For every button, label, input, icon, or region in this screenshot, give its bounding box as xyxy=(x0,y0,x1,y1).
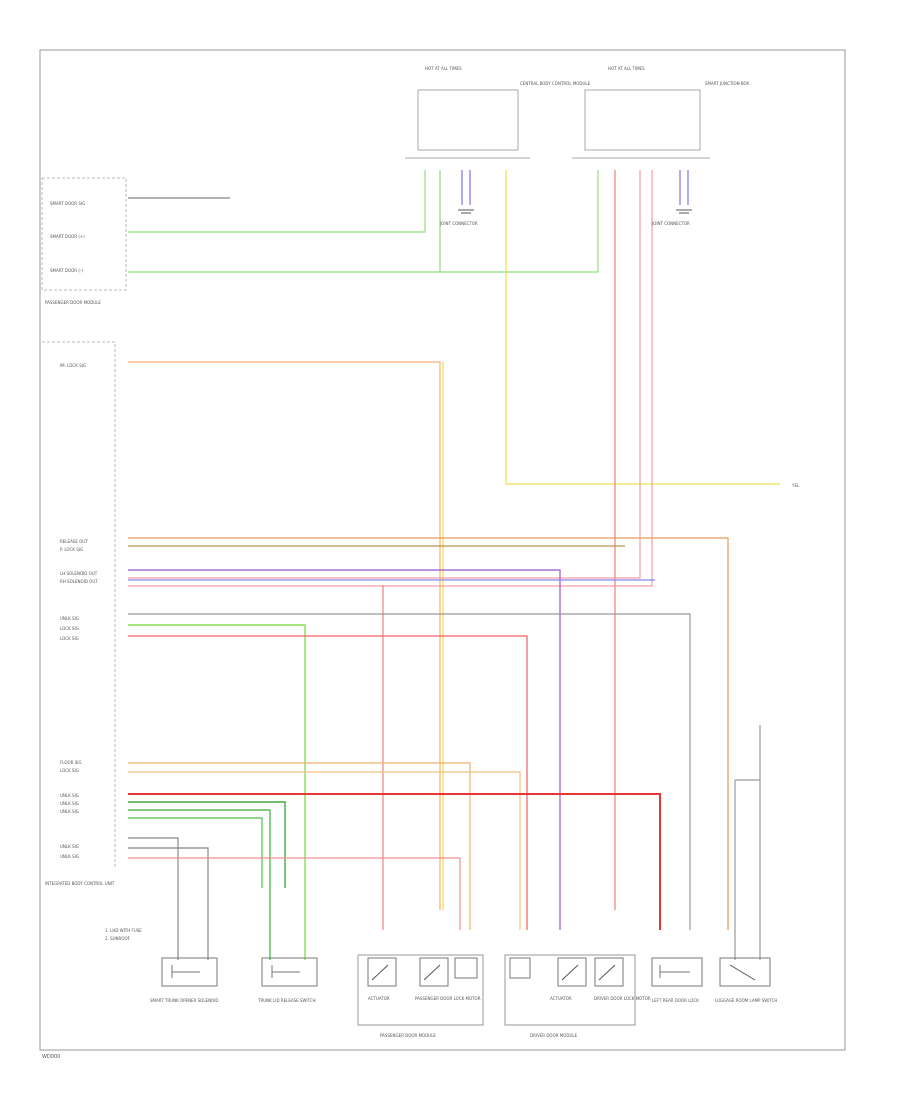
passenger-door-module: ACTUATOR PASSENGER DOOR LOCK MOTOR PASSE… xyxy=(357,954,484,1038)
component-label-2: PASSENGER DOOR LOCK MOTOR xyxy=(415,996,481,1001)
group-label-0: PASSENGER DOOR MODULE xyxy=(380,1033,436,1038)
wire-yellow-long xyxy=(505,170,780,485)
component-label-1: TRUNK LID RELEASE SWITCH xyxy=(257,998,316,1003)
main-pin-7: LOCK SIG xyxy=(60,636,79,641)
wire-green-2 xyxy=(128,170,599,273)
wire-orange-low-1 xyxy=(128,762,471,930)
group-label-1: DRIVER DOOR MODULE xyxy=(530,1033,578,1038)
component-label-5: LUGGAGE ROOM LAMP SWITCH xyxy=(715,998,777,1003)
diagram-frame xyxy=(39,49,846,1051)
note-small-0: JOINT CONNECTOR xyxy=(439,221,478,226)
main-module-title: INTEGRATED BODY CONTROL UNIT xyxy=(45,881,115,886)
main-pin-0: IM. LOCK SIG xyxy=(60,363,86,368)
wire-green-1 xyxy=(128,170,426,233)
wire-purple xyxy=(128,569,561,930)
component-lamp-switch: LUGGAGE ROOM LAMP SWITCH xyxy=(715,957,777,1003)
main-pin-11: UNLK SIG xyxy=(60,801,79,806)
wire-brown-1 xyxy=(128,537,729,930)
wire-green-low-2 xyxy=(128,809,271,960)
wire-orange xyxy=(128,361,441,910)
wire-red-fuse-2 xyxy=(128,170,641,579)
main-pin-10: UNLK SIG xyxy=(60,793,79,798)
component-label-0: SMART TRUNK OPENER SOLENOID xyxy=(150,998,218,1003)
wire-blue-short-2 xyxy=(679,170,689,205)
ground-symbol-right xyxy=(676,209,692,214)
wire-red-driver xyxy=(128,635,528,930)
wire-red-fuse-3 xyxy=(128,170,653,587)
fuse-module-left: CENTRAL BODY CONTROL MODULE xyxy=(520,81,591,86)
main-module: INTEGRATED BODY CONTROL UNIT IM. LOCK SI… xyxy=(42,341,142,941)
wire-green-low-3 xyxy=(128,817,263,888)
main-pin-8: FLOOR SIG xyxy=(60,760,82,765)
wire-grey xyxy=(128,613,691,930)
relay-label-0: ACTUATOR xyxy=(368,996,390,1001)
left-top-module: SMART DOOR SIG SMART DOOR (+) SMART DOOR… xyxy=(41,177,127,305)
left-top-module-pin-1: SMART DOOR (+) xyxy=(50,234,85,239)
wire-red-thick xyxy=(128,793,661,930)
wire-orange-low-2 xyxy=(128,771,521,930)
main-pin-14: UNLK SIG xyxy=(60,854,79,859)
component-rear-lock: LEFT REAR DOOR LOCK xyxy=(651,957,703,1003)
component-label-4: LEFT REAR DOOR LOCK xyxy=(652,998,699,1003)
driver-door-module: ACTUATOR DRIVER DOOR LOCK MOTOR DRIVER D… xyxy=(504,954,651,1038)
main-pin-13: UNLK SIG xyxy=(60,844,79,849)
fuse-label-left: HOT AT ALL TIMES xyxy=(425,66,462,71)
wire-grey-low-1 xyxy=(128,837,179,960)
note-1: 2. SUNROOF xyxy=(105,936,131,941)
wire-blue-short-1 xyxy=(461,170,471,205)
main-pin-4: RH SOLENOID OUT xyxy=(60,579,98,584)
wire-green-low-1 xyxy=(128,801,286,888)
wire-grey-low-2 xyxy=(128,847,209,960)
component-trunk-solenoid: SMART TRUNK OPENER SOLENOID xyxy=(150,957,218,1003)
fuse-module-right: SMART JUNCTION BOX xyxy=(705,81,749,86)
upper-fuse-box-left: HOT AT ALL TIMES CENTRAL BODY CONTROL MO… xyxy=(405,66,591,159)
ground-symbol-left xyxy=(458,209,474,214)
main-pin-3: LH SOLENOID OUT xyxy=(60,571,98,576)
footer-code: WD000 xyxy=(42,1054,60,1060)
main-pin-12: UNLK SIG xyxy=(60,809,79,814)
component-trunk-switch: TRUNK LID RELEASE SWITCH xyxy=(257,957,318,1003)
upper-fuse-box-right: HOT AT ALL TIMES SMART JUNCTION BOX xyxy=(572,66,749,159)
left-top-module-title: PASSENGER DOOR MODULE xyxy=(45,300,101,305)
wire-red-low xyxy=(128,857,461,930)
main-pin-9: LOCK SIG xyxy=(60,768,79,773)
main-pin-6: LOCK SIG xyxy=(60,626,79,631)
main-pin-2: P. LOCK SIG xyxy=(60,547,83,552)
left-top-module-pin-2: SMART DOOR (-) xyxy=(50,268,83,273)
right-tag: YEL xyxy=(791,483,800,488)
wire-green-trunk xyxy=(128,624,306,960)
left-top-module-pin-0: SMART DOOR SIG xyxy=(50,201,85,206)
component-label-3: DRIVER DOOR LOCK MOTOR xyxy=(594,996,651,1001)
relay-label-1: ACTUATOR xyxy=(550,996,572,1001)
main-pin-1: RELEASE OUT xyxy=(60,539,88,544)
main-pin-5: UNLK SIG xyxy=(60,616,79,621)
note-0: 1. LHD WITH FUSE xyxy=(105,928,142,933)
fuse-label-right: HOT AT ALL TIMES xyxy=(608,66,645,71)
note-small-1: JOINT CONNECTOR xyxy=(651,221,690,226)
